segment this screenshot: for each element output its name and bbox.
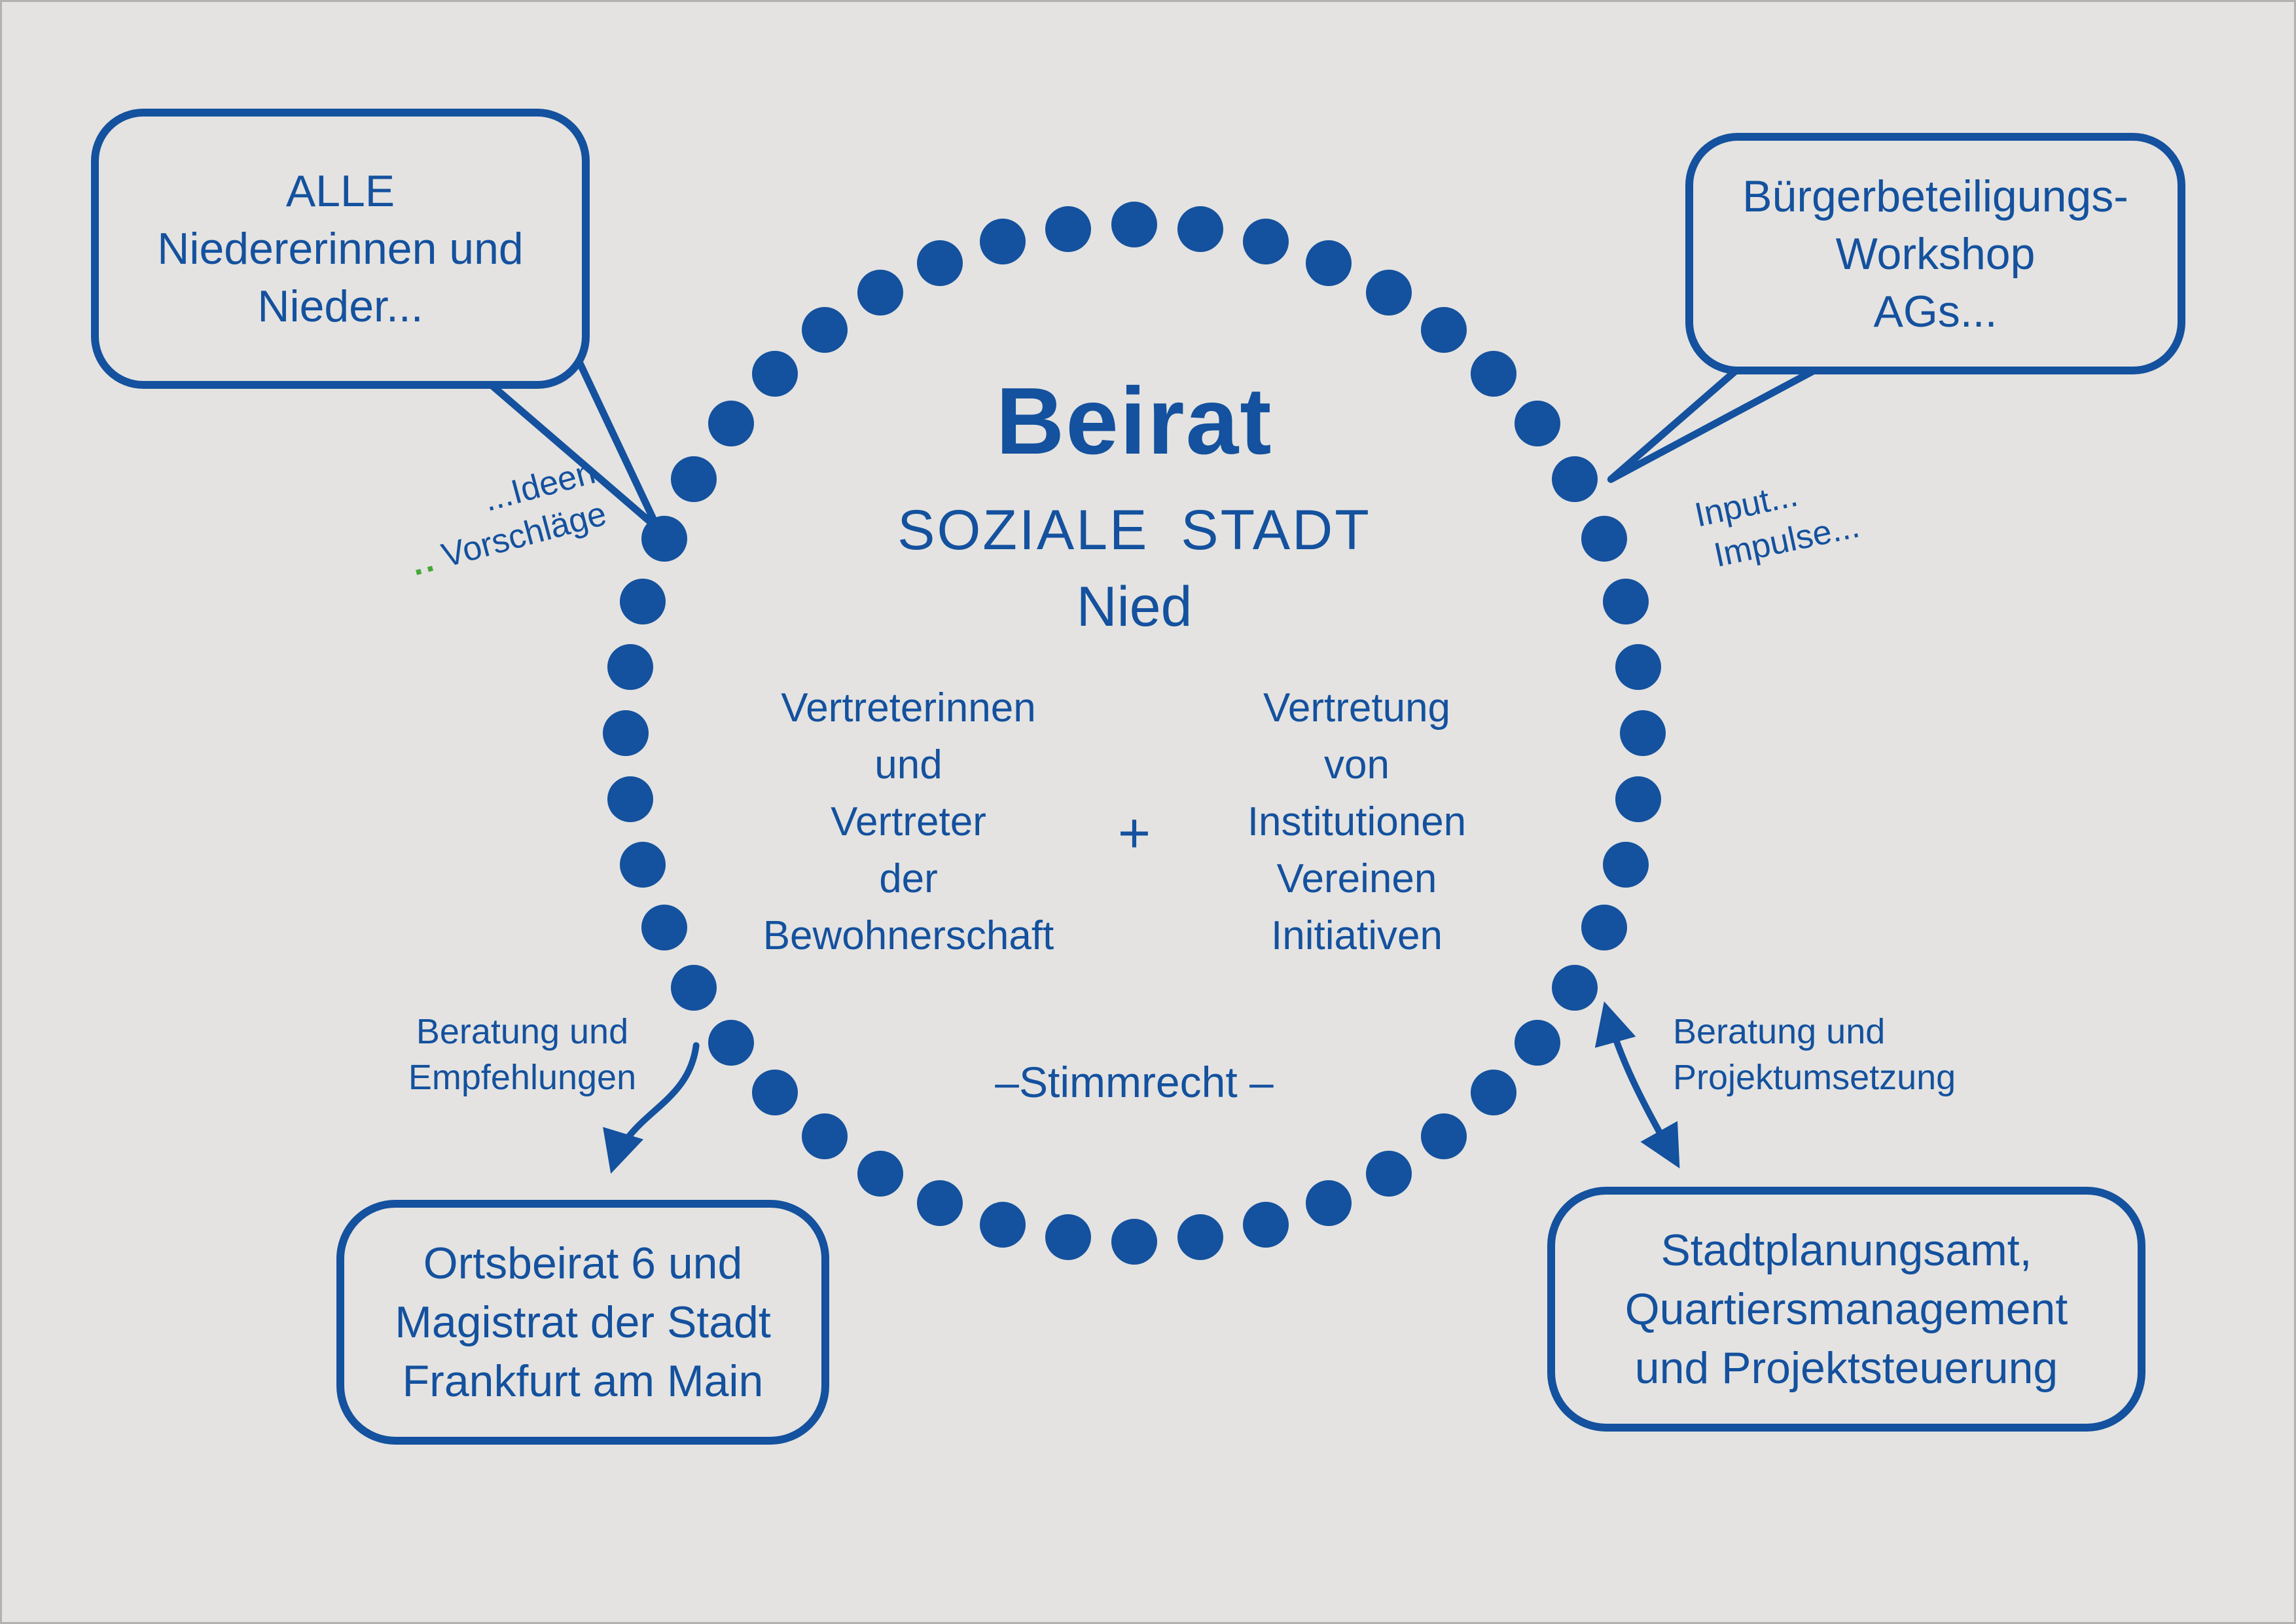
- column-line: der: [879, 856, 938, 901]
- circle-dot: [603, 710, 649, 756]
- circle-dot: [620, 842, 666, 888]
- box-line: und Projektsteuerung: [1634, 1343, 2058, 1393]
- box-line: Ortsbeirat 6 und: [423, 1238, 743, 1288]
- circle-dot: [1620, 710, 1666, 756]
- circle-dot: [801, 306, 848, 353]
- circle-dot: [607, 776, 653, 823]
- bubble-line: Nieder...: [257, 281, 423, 331]
- circle-dot: [1551, 456, 1598, 502]
- plus-sign: +: [1117, 802, 1151, 865]
- box-line: Stadtplanungsamt,: [1660, 1225, 2032, 1275]
- note-beratung-projektumsetzung: Beratung und Projektumsetzung: [1673, 1009, 2039, 1100]
- center-subtitle-nied: Nied: [1076, 575, 1193, 638]
- center-title: Beirat: [996, 368, 1273, 474]
- center-subtitle: SOZIALE STADT: [897, 499, 1371, 562]
- arrow-bottom-left: [603, 1042, 700, 1174]
- circle-dot: [1045, 1214, 1091, 1261]
- bubble-line: Bürgerbeteiligungs-: [1742, 171, 2128, 221]
- speech-bubble-workshop: Bürgerbeteiligungs- Workshop AGs...: [1685, 133, 2185, 374]
- column-line: von: [1324, 742, 1390, 787]
- circle-dot: [1306, 240, 1352, 287]
- circle-dot: [708, 400, 754, 446]
- circle-dot: [620, 578, 666, 624]
- box-line: Quartiersmanagement: [1624, 1284, 2068, 1334]
- circle-dot: [641, 515, 688, 562]
- circle-dot: [1515, 1020, 1561, 1066]
- circle-dot: [1615, 643, 1662, 690]
- circle-dot: [916, 240, 963, 287]
- voting-right-note: –Stimmrecht –: [995, 1058, 1274, 1106]
- note-beratung-empfehlungen: Beratung und Empfehlungen: [395, 1009, 650, 1100]
- circle-dot: [1602, 578, 1649, 624]
- double-arrow-bottom-right: [1594, 1001, 1680, 1169]
- bubble-line: AGs...: [1873, 286, 1998, 336]
- circle-dot: [641, 905, 688, 951]
- circle-dot: [1581, 905, 1627, 951]
- circle-dot: [671, 964, 717, 1011]
- circle-dot: [916, 1180, 963, 1226]
- note-line: Empfehlungen: [408, 1058, 637, 1097]
- circle-dot: [1515, 400, 1561, 446]
- circle-dot: [857, 1150, 903, 1197]
- circle-dot: [1243, 1201, 1289, 1248]
- circle-dot: [708, 1020, 754, 1066]
- circle-dot: [1471, 1070, 1517, 1116]
- circle-dot: [1421, 306, 1467, 353]
- circle-dot: [801, 1113, 848, 1160]
- bubble-line: ALLE: [285, 166, 395, 216]
- column-line: Bewohnerschaft: [762, 913, 1054, 958]
- note-line: Projektumsetzung: [1673, 1058, 1956, 1097]
- circle-dot: [1581, 515, 1627, 562]
- bubble-line: Niedererinnen und: [157, 224, 524, 274]
- box-line: Frankfurt am Main: [402, 1356, 764, 1406]
- circle-dot: [671, 456, 717, 502]
- circle-dot: [1421, 1113, 1467, 1160]
- bubble-line: Workshop: [1835, 228, 2036, 279]
- circle-dot: [1551, 964, 1598, 1011]
- circle-dot: [607, 643, 653, 690]
- box-ortsbeirat-magistrat: Ortsbeirat 6 und Magistrat der Stadt Fra…: [336, 1200, 829, 1445]
- circle-dot: [1365, 270, 1412, 316]
- center-title-block: Beirat SOZIALE STADT Nied: [676, 372, 1592, 641]
- residents-column: Vertreterinnen und Vertreter der Bewohne…: [712, 679, 1105, 964]
- circle-dot: [1615, 776, 1662, 823]
- column-line: und: [874, 742, 942, 787]
- green-dots: ..: [406, 540, 440, 583]
- circle-dot: [857, 270, 903, 316]
- circle-dot: [751, 350, 798, 397]
- column-line: Vertreterinnen: [781, 685, 1036, 731]
- column-line: Vertreter: [831, 799, 986, 844]
- box-line: Magistrat der Stadt: [395, 1297, 771, 1347]
- column-line: Initiativen: [1271, 913, 1443, 958]
- column-line: Vertretung: [1263, 685, 1451, 731]
- institutions-column: Vertretung von Institutionen Vereinen In…: [1160, 679, 1553, 964]
- note-line: Beratung und: [416, 1012, 629, 1051]
- circle-dot: [1365, 1150, 1412, 1197]
- circle-dot: [1243, 219, 1289, 265]
- circle-dot: [1111, 1219, 1157, 1265]
- column-line: Institutionen: [1247, 799, 1467, 844]
- circle-dot: [1111, 202, 1157, 247]
- box-stadtplanungsamt: Stadtplanungsamt, Quartiersmanagement un…: [1547, 1187, 2145, 1432]
- circle-dot: [751, 1070, 798, 1116]
- note-line: Beratung und: [1673, 1012, 1886, 1051]
- speech-bubble-all-residents: ALLE Niedererinnen und Nieder...: [91, 109, 590, 389]
- circle-dot: [1177, 1214, 1224, 1261]
- circle-dot: [1471, 350, 1517, 397]
- circle-dot: [1306, 1180, 1352, 1226]
- circle-dot: [1045, 206, 1091, 252]
- circle-dot: [1177, 206, 1224, 252]
- circle-dot: [1602, 842, 1649, 888]
- circle-dot: [979, 1201, 1026, 1248]
- circle-dot: [979, 219, 1026, 265]
- column-line: Vereinen: [1276, 856, 1437, 901]
